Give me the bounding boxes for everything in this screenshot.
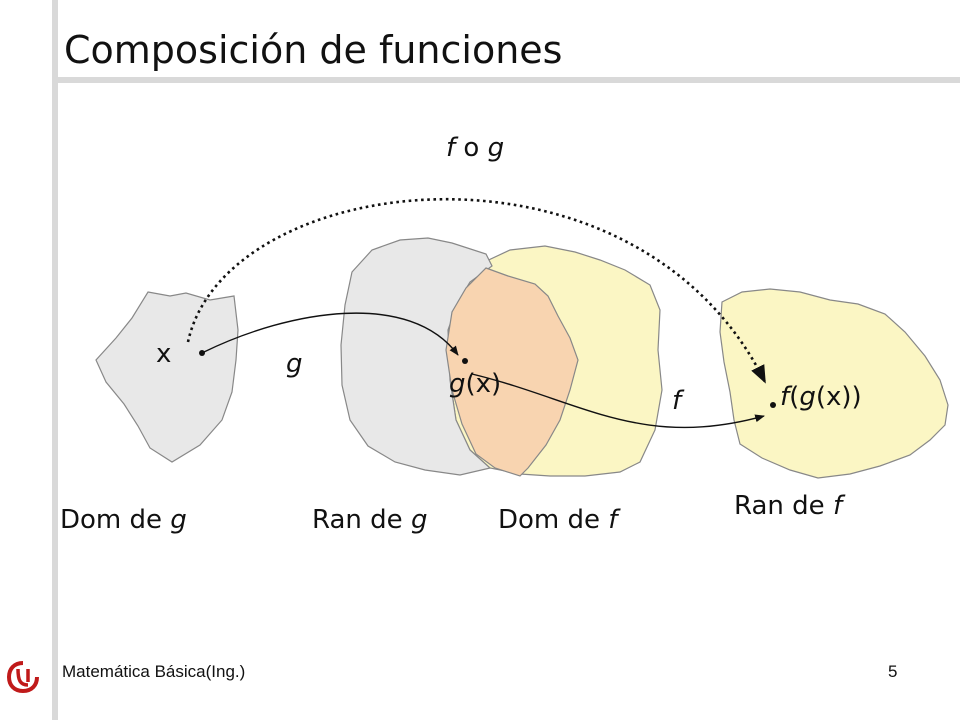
footer-course-name: Matemática Básica(Ing.) bbox=[62, 662, 246, 681]
slide-title: Composición de funciones bbox=[64, 28, 563, 72]
dom-f-label: Dom de f bbox=[498, 505, 621, 535]
arrow-g-label: g bbox=[286, 349, 303, 379]
ran-f-region bbox=[719, 288, 949, 479]
arrow-f bbox=[471, 373, 765, 429]
ran-g-label: Ran de g bbox=[312, 505, 427, 535]
ran-g-region bbox=[340, 237, 493, 476]
page-number: 5 bbox=[888, 662, 898, 681]
arrow-g bbox=[203, 312, 459, 356]
point-x-dot bbox=[199, 350, 205, 356]
composition-dotted-arrow bbox=[186, 197, 767, 384]
title-underline-bar bbox=[52, 77, 960, 83]
ran-f-label: Ran de f bbox=[734, 491, 846, 521]
point-fgx-label: f(g(x)) bbox=[780, 382, 862, 412]
overlap-region bbox=[445, 267, 579, 477]
point-gx-dot bbox=[462, 358, 468, 364]
point-x-label: x bbox=[156, 339, 171, 369]
point-fgx-dot bbox=[770, 402, 776, 408]
dom-g-label: Dom de g bbox=[60, 505, 187, 535]
point-gx-label: g(x) bbox=[449, 369, 501, 399]
university-logo-icon bbox=[6, 661, 39, 694]
composition-label: f o g bbox=[446, 133, 504, 163]
arrow-f-label: f bbox=[672, 386, 685, 416]
dom-g-region bbox=[95, 291, 239, 463]
left-accent-bar bbox=[52, 0, 58, 720]
